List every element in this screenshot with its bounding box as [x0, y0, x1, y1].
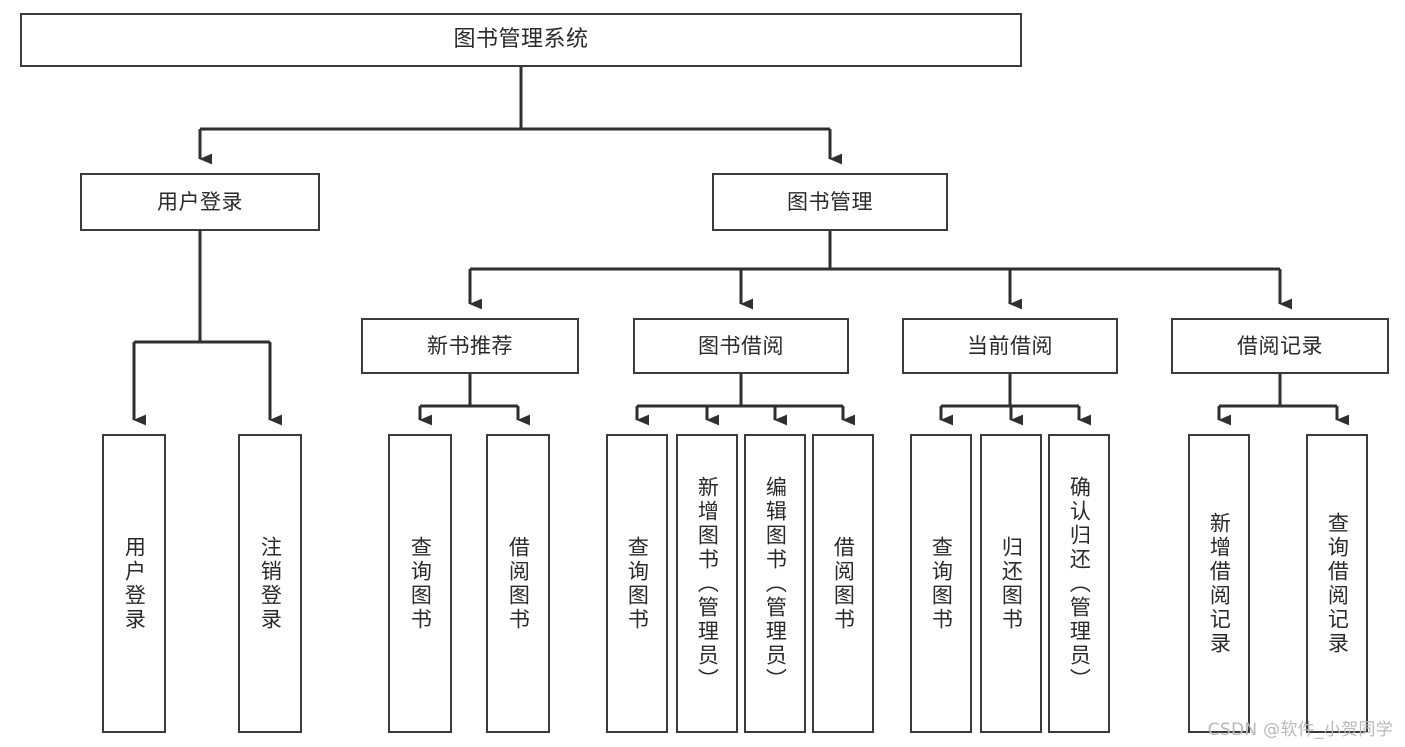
node-user-login[interactable]: 用户登录 [80, 173, 320, 231]
node-label: 新增借阅记录 [1207, 511, 1232, 656]
node-label: 查询图书 [929, 535, 954, 632]
node-leaf-query-book-newbook[interactable]: 查询图书 [388, 434, 452, 733]
node-label: 图书管理 [787, 189, 873, 214]
node-book-borrow[interactable]: 图书借阅 [633, 318, 849, 374]
node-leaf-borrow-book-newbook[interactable]: 借阅图书 [486, 434, 550, 733]
node-book-management[interactable]: 图书管理 [712, 173, 948, 231]
node-label: 确认归还（管理员） [1067, 475, 1092, 692]
node-label: 借阅图书 [506, 535, 531, 632]
node-label: 注销登录 [258, 535, 283, 632]
node-leaf-confirm-return-admin[interactable]: 确认归还（管理员） [1048, 434, 1110, 733]
node-current-borrow[interactable]: 当前借阅 [902, 318, 1118, 374]
node-borrow-record[interactable]: 借阅记录 [1171, 318, 1389, 374]
node-label: 图书管理系统 [453, 27, 589, 53]
node-leaf-add-book-admin[interactable]: 新增图书（管理员） [676, 434, 738, 733]
node-root-system[interactable]: 图书管理系统 [20, 13, 1022, 67]
node-label: 图书借阅 [698, 333, 784, 358]
node-label: 查询图书 [625, 535, 650, 632]
node-leaf-query-book-current[interactable]: 查询图书 [910, 434, 972, 733]
node-label: 新增图书（管理员） [695, 475, 720, 692]
node-leaf-lend-book[interactable]: 借阅图书 [812, 434, 874, 733]
node-leaf-user-login[interactable]: 用户登录 [102, 434, 166, 733]
node-label: 当前借阅 [967, 333, 1053, 358]
node-leaf-add-borrow-record[interactable]: 新增借阅记录 [1188, 434, 1250, 733]
node-new-book-recommend[interactable]: 新书推荐 [361, 318, 579, 374]
node-label: 用户登录 [122, 535, 147, 632]
node-leaf-edit-book-admin[interactable]: 编辑图书（管理员） [744, 434, 806, 733]
node-label: 编辑图书（管理员） [763, 475, 788, 692]
node-label: 查询借阅记录 [1325, 511, 1350, 656]
node-leaf-return-book[interactable]: 归还图书 [980, 434, 1042, 733]
node-label: 归还图书 [999, 535, 1024, 632]
node-label: 借阅图书 [831, 535, 856, 632]
node-label: 查询图书 [408, 535, 433, 632]
watermark: CSDN @软件_小贺同学 [1207, 720, 1393, 740]
node-leaf-query-borrow-record[interactable]: 查询借阅记录 [1306, 434, 1368, 733]
node-label: 用户登录 [157, 189, 243, 214]
node-label: 借阅记录 [1237, 333, 1323, 358]
node-leaf-query-book-borrow[interactable]: 查询图书 [606, 434, 668, 733]
node-leaf-logout[interactable]: 注销登录 [238, 434, 302, 733]
node-label: 新书推荐 [427, 333, 513, 358]
